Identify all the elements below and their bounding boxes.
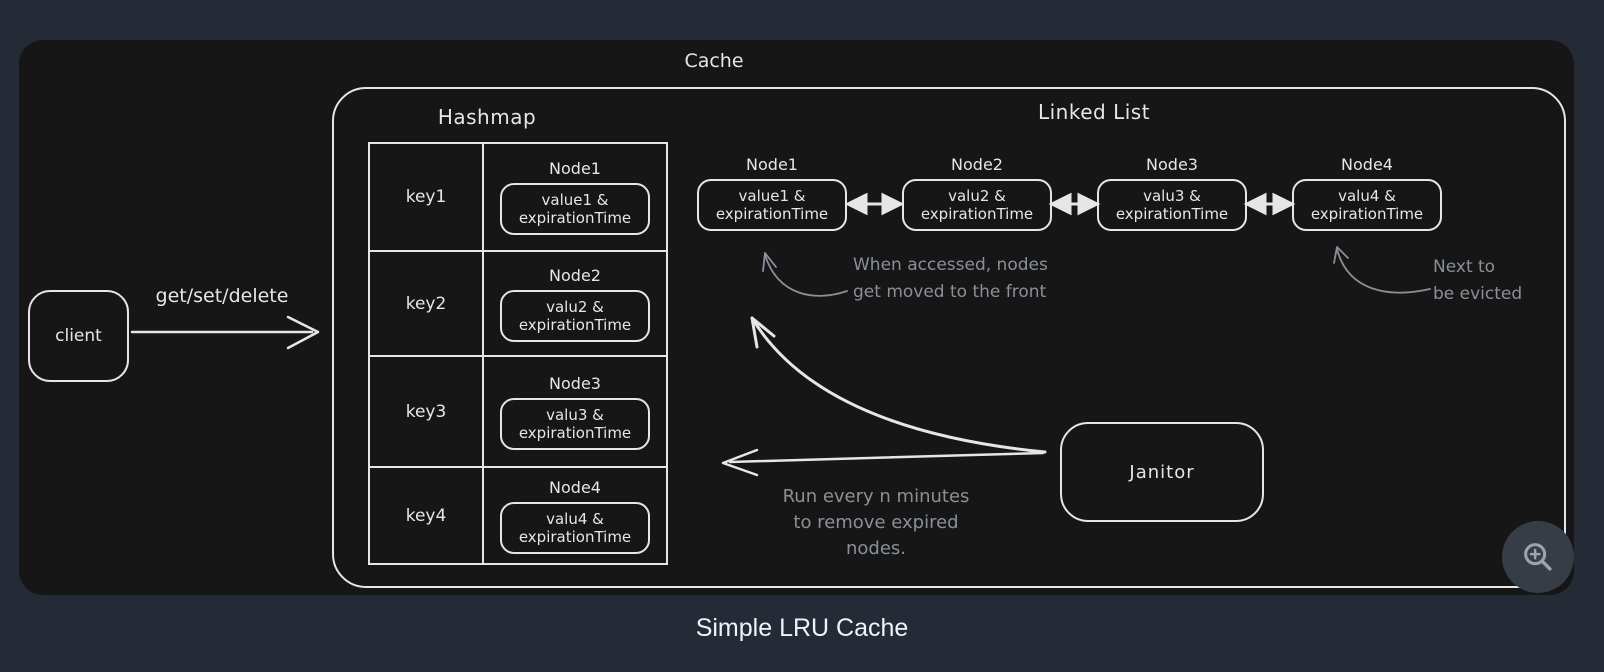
- annotation-accessed: When accessed, nodes get moved to the fr…: [853, 252, 1048, 306]
- janitor-note-line3: nodes.: [845, 538, 907, 559]
- node-value-box: value1 & expirationTime: [697, 179, 847, 231]
- node-title: Node4: [1341, 155, 1393, 174]
- node-title: Node2: [549, 265, 601, 285]
- hashmap-key-cell: key1: [370, 144, 484, 250]
- annotation-evicted: Next to be evicted: [1433, 254, 1522, 308]
- hashmap-key-cell: key2: [370, 252, 484, 355]
- linked-list-node: Node1 value1 & expirationTime: [697, 155, 847, 235]
- node-title: Node2: [951, 155, 1003, 174]
- client-box: client: [28, 290, 129, 382]
- node-value-line2: expirationTime: [715, 205, 829, 223]
- hashmap-key-cell: key3: [370, 357, 484, 466]
- hashmap-label: Hashmap: [437, 105, 537, 129]
- node-value-line1: valu2 &: [546, 297, 604, 316]
- node-title: Node1: [746, 155, 798, 174]
- hashmap-row: key3 Node3 valu3 & expirationTime: [370, 355, 666, 466]
- annotation-janitor-note: Run every n minutes to remove expired no…: [756, 484, 996, 562]
- janitor-note-line2: to remove expired: [793, 512, 959, 533]
- zoom-in-button[interactable]: [1502, 521, 1574, 593]
- linked-list-node: Node3 valu3 & expirationTime: [1097, 155, 1247, 235]
- hashmap-node-cell: Node4 valu4 & expirationTime: [484, 468, 666, 563]
- hashmap-table: key1 Node1 value1 & expirationTime key2 …: [368, 142, 668, 565]
- linked-list-node: Node2 valu2 & expirationTime: [902, 155, 1052, 235]
- node-value-line2: expirationTime: [1310, 205, 1424, 223]
- annotation-accessed-line1: When accessed, nodes: [853, 255, 1048, 275]
- hashmap-node-cell: Node1 value1 & expirationTime: [484, 144, 666, 250]
- node-value-box: valu3 & expirationTime: [1097, 179, 1247, 231]
- node-value-line1: valu3 &: [1143, 187, 1201, 205]
- node-value-line1: value1 &: [541, 191, 609, 209]
- annotation-evicted-line1: Next to: [1433, 257, 1496, 277]
- node-value-box: valu2 & expirationTime: [902, 179, 1052, 231]
- node-value-box: valu3 & expirationTime: [500, 397, 650, 450]
- linked-list-label: Linked List: [1037, 100, 1151, 124]
- node-title: Node4: [549, 477, 601, 497]
- node-value-line1: valu4 &: [546, 509, 604, 528]
- hashmap-node-cell: Node3 valu3 & expirationTime: [484, 357, 666, 466]
- cache-container-box: [332, 87, 1566, 588]
- hashmap-row: key2 Node2 valu2 & expirationTime: [370, 250, 666, 355]
- node-value-line2: expirationTime: [920, 205, 1034, 223]
- node-value-line1: valu2 &: [948, 187, 1006, 205]
- node-value-box: valu2 & expirationTime: [500, 289, 650, 342]
- client-arrow-label: get/set/delete: [155, 285, 289, 307]
- node-title: Node1: [549, 159, 601, 178]
- annotation-accessed-line2: get moved to the front: [853, 282, 1047, 302]
- annotation-evicted-line2: be evicted: [1433, 284, 1523, 304]
- node-value-line2: expirationTime: [518, 209, 632, 227]
- node-value-line1: valu4 &: [1338, 187, 1396, 205]
- cache-label: Cache: [684, 50, 744, 72]
- janitor-note-line1: Run every n minutes: [782, 486, 970, 507]
- node-value-line2: expirationTime: [518, 527, 632, 546]
- janitor-box: Janitor: [1060, 422, 1264, 522]
- node-value-line2: expirationTime: [1115, 205, 1229, 223]
- node-value-box: valu4 & expirationTime: [500, 501, 650, 554]
- hashmap-row: key1 Node1 value1 & expirationTime: [370, 144, 666, 250]
- node-value-box: valu4 & expirationTime: [1292, 179, 1442, 231]
- node-title: Node3: [1146, 155, 1198, 174]
- node-value-box: value1 & expirationTime: [500, 183, 650, 235]
- hashmap-key-cell: key4: [370, 468, 484, 563]
- node-title: Node3: [549, 373, 601, 393]
- zoom-in-icon: [1524, 543, 1552, 571]
- hashmap-row: key4 Node4 valu4 & expirationTime: [370, 466, 666, 563]
- linked-list-node: Node4 valu4 & expirationTime: [1292, 155, 1442, 235]
- node-value-line2: expirationTime: [518, 315, 632, 334]
- hashmap-node-cell: Node2 valu2 & expirationTime: [484, 252, 666, 355]
- node-value-line1: value1 &: [738, 187, 806, 205]
- diagram-caption: Simple LRU Cache: [695, 614, 909, 642]
- node-value-line1: valu3 &: [546, 405, 604, 424]
- node-value-line2: expirationTime: [518, 423, 632, 442]
